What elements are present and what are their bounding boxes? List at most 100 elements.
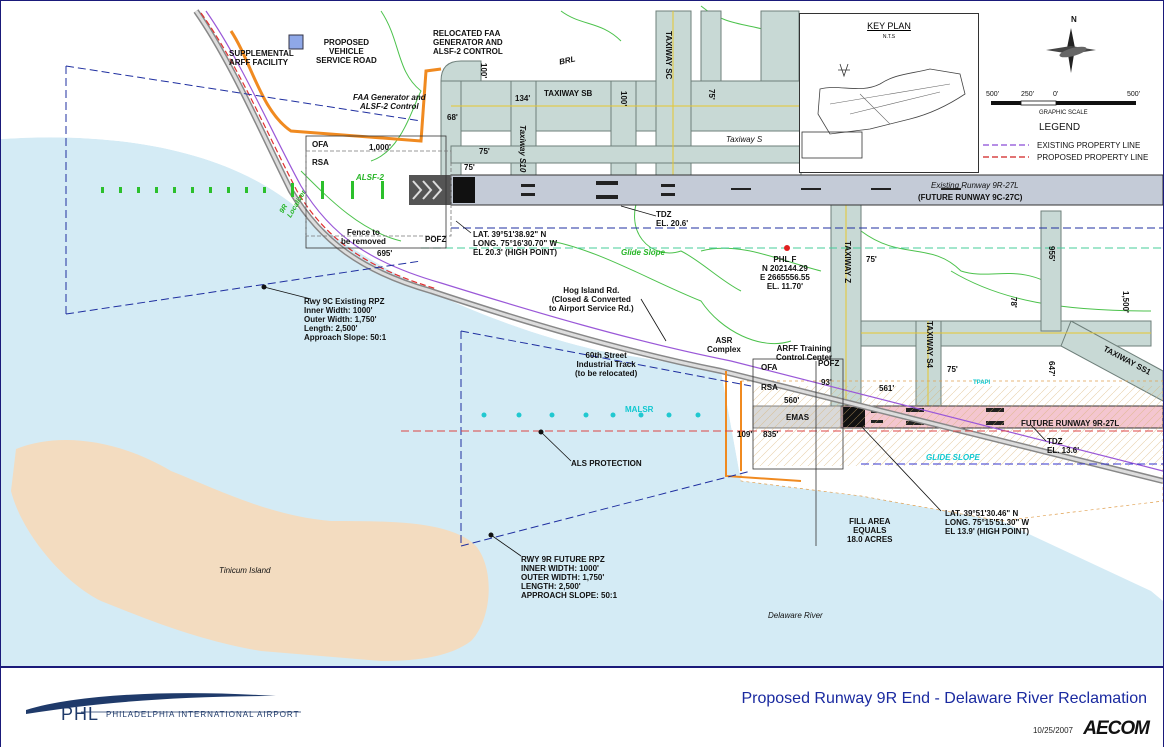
hog-island-road	[193, 9, 1163, 484]
dim-1500: 1,500'	[1121, 291, 1130, 313]
malsr-label: MALSR	[625, 405, 654, 414]
dim-75-d: 75'	[866, 255, 877, 264]
legend-panel: N 500' 250' 0' 500' GRAPHIC SCALE LEGEND…	[981, 13, 1151, 171]
tinicum-island-label: Tinicum Island	[219, 566, 271, 575]
tdz-2: TDZ EL. 13.6'	[1047, 437, 1080, 455]
existing-runway-label: Existing Runway 9R-27L	[931, 181, 1019, 190]
dim-100-b: 100'	[619, 91, 628, 107]
ofa-box	[305, 135, 447, 249]
key-plan-title: KEY PLAN	[867, 21, 911, 31]
phl-logo-subtitle: PHILADELPHIA INTERNATIONAL AIRPORT	[106, 710, 300, 719]
emas-label: EMAS	[786, 413, 810, 422]
taxiway-s-label: Taxiway S	[726, 135, 763, 144]
dim-1000: 1,000'	[369, 143, 391, 152]
dim-647: 647'	[1047, 361, 1056, 377]
north-arrow	[1046, 28, 1096, 73]
supplemental-arff-label: SUPPLEMENTAL ARFF FACILITY	[229, 49, 294, 67]
arff-building	[288, 34, 304, 50]
dim-561: 561'	[879, 384, 895, 393]
rwy-9c-rpz-label: Rwy 9C Existing RPZ Inner Width: 1000' O…	[304, 297, 387, 342]
dim-695: 695'	[377, 249, 393, 258]
graphic-scale-bar	[991, 100, 1136, 106]
rwy-9r-rpz-label: RWY 9R FUTURE RPZ INNER WIDTH: 1000' OUT…	[521, 555, 618, 600]
arff-training-label: ARFF Training Control Center	[776, 344, 832, 362]
rsa-label: RSA	[312, 158, 329, 167]
ofa-label: OFA	[312, 140, 329, 149]
scale-250-label: 250'	[1021, 91, 1035, 98]
phl-logo-swoosh	[26, 693, 301, 714]
proposed-vehicle-service-road	[229, 30, 442, 143]
north-label: N	[1071, 15, 1077, 24]
dim-109: 109'	[737, 430, 753, 439]
dim-78: 78'	[1009, 297, 1018, 308]
tinicum-island	[11, 440, 489, 661]
scale-500-label: 500'	[1127, 91, 1141, 98]
dim-93: 93'	[821, 378, 832, 387]
asr-complex-label: ASR Complex	[707, 336, 741, 354]
hog-island-road-label: Hog Island Rd. (Closed & Converted to Ai…	[549, 286, 634, 313]
aecom-logo: AECOM	[1083, 718, 1150, 739]
dim-75-c: 75'	[707, 89, 716, 100]
pofz-label-future: POFZ	[818, 359, 840, 368]
taxiway-z-label: TAXIWAY Z	[843, 241, 852, 284]
lat-long-1: LAT. 39°51'38.92" N LONG. 75°16'30.70" W…	[473, 230, 558, 257]
future-runway-9c-label: (FUTURE RUNWAY 9C-27C)	[918, 193, 1023, 202]
legend-proposed-property-line: PROPOSED PROPERTY LINE	[1037, 153, 1149, 162]
tpapi-label: TPAPI	[973, 380, 991, 386]
ofa-box-future	[752, 358, 844, 470]
fence-label: Fence to be removed	[341, 228, 386, 246]
dim-75-e: 75'	[947, 365, 958, 374]
dim-75-a: 75'	[479, 147, 490, 156]
taxiway-sb-label: TAXIWAY SB	[544, 89, 593, 98]
graphic-scale-caption: GRAPHIC SCALE	[1039, 110, 1088, 116]
legend-title: LEGEND	[1039, 122, 1081, 133]
taxiway-sc-label: TAXIWAY SC	[664, 31, 673, 80]
fill-area-label: FILL AREA EQUALS 18.0 ACRES	[847, 517, 893, 544]
als-protection-label: ALS PROTECTION	[571, 459, 642, 468]
future-runway-9r-label: FUTURE RUNWAY 9R-27L	[1021, 419, 1120, 428]
taxiway-s10-label: Taxiway S10	[518, 125, 527, 173]
dim-835: 835'	[763, 430, 779, 439]
delaware-river-label: Delaware River	[768, 611, 823, 620]
legend-swatches	[983, 144, 1029, 158]
scale-0-label: 0'	[1053, 91, 1059, 98]
taxiway-network	[440, 10, 1163, 422]
dim-75-b: 75'	[464, 163, 475, 172]
alsf-2-lights	[101, 181, 384, 199]
dim-955: 955'	[1047, 246, 1056, 262]
phl-logo-mark: PHL	[61, 704, 100, 724]
tdz-1: TDZ EL. 20.6'	[656, 210, 689, 228]
relocated-faa-label: RELOCATED FAA GENERATOR AND ALSF-2 CONTR…	[433, 29, 503, 56]
key-plan: KEY PLAN N.T.S	[799, 13, 979, 173]
scale-left-label: 500'	[986, 91, 1000, 98]
alsf2-label: ALSF-2	[356, 173, 384, 182]
drawing-title: Proposed Runway 9R End - Delaware River …	[741, 690, 1147, 707]
pofz-label: POFZ	[425, 235, 447, 244]
drawing-date: 10/25/2007	[1032, 726, 1073, 735]
60th-street-label: 60th Street Industrial Track (to be relo…	[575, 351, 638, 378]
callout-leaders	[263, 205, 1047, 557]
fill-area	[740, 380, 1163, 522]
rsa-box	[305, 150, 452, 237]
glide-slope-label: Glide Slope	[621, 248, 666, 257]
ofa-label-future: OFA	[761, 363, 778, 372]
rpz-lines	[65, 65, 1163, 547]
proposed-vehicle-service-road-label: PROPOSED VEHICLE SERVICE ROAD	[316, 38, 377, 65]
glide-slope-2-label: GLIDE SLOPE	[926, 453, 980, 462]
legend-existing-property-line: EXISTING PROPERTY LINE	[1037, 141, 1141, 150]
dim-68: 68'	[447, 113, 458, 122]
faa-generator-label: FAA Generator and ALSF-2 Control	[353, 93, 426, 111]
phl-f-label: PHL F N 202144.29 E 2665556.55 EL. 11.70…	[760, 255, 810, 291]
key-plan-nts: N.T.S	[882, 34, 896, 40]
lat-long-2: LAT. 39°51'30.46" N LONG. 75°15'51.30" W…	[945, 509, 1030, 536]
rsa-label-future: RSA	[761, 383, 778, 392]
dim-134: 134'	[515, 94, 531, 103]
taxiway-s4-label: TAXIWAY S4	[925, 321, 934, 368]
runway-markings	[521, 181, 961, 199]
dim-100-a: 100'	[479, 63, 488, 79]
phl-f-marker	[784, 245, 790, 251]
malsr-lights	[481, 412, 701, 418]
dim-560: 560'	[784, 396, 800, 405]
key-plan-airport-outline	[801, 63, 966, 159]
